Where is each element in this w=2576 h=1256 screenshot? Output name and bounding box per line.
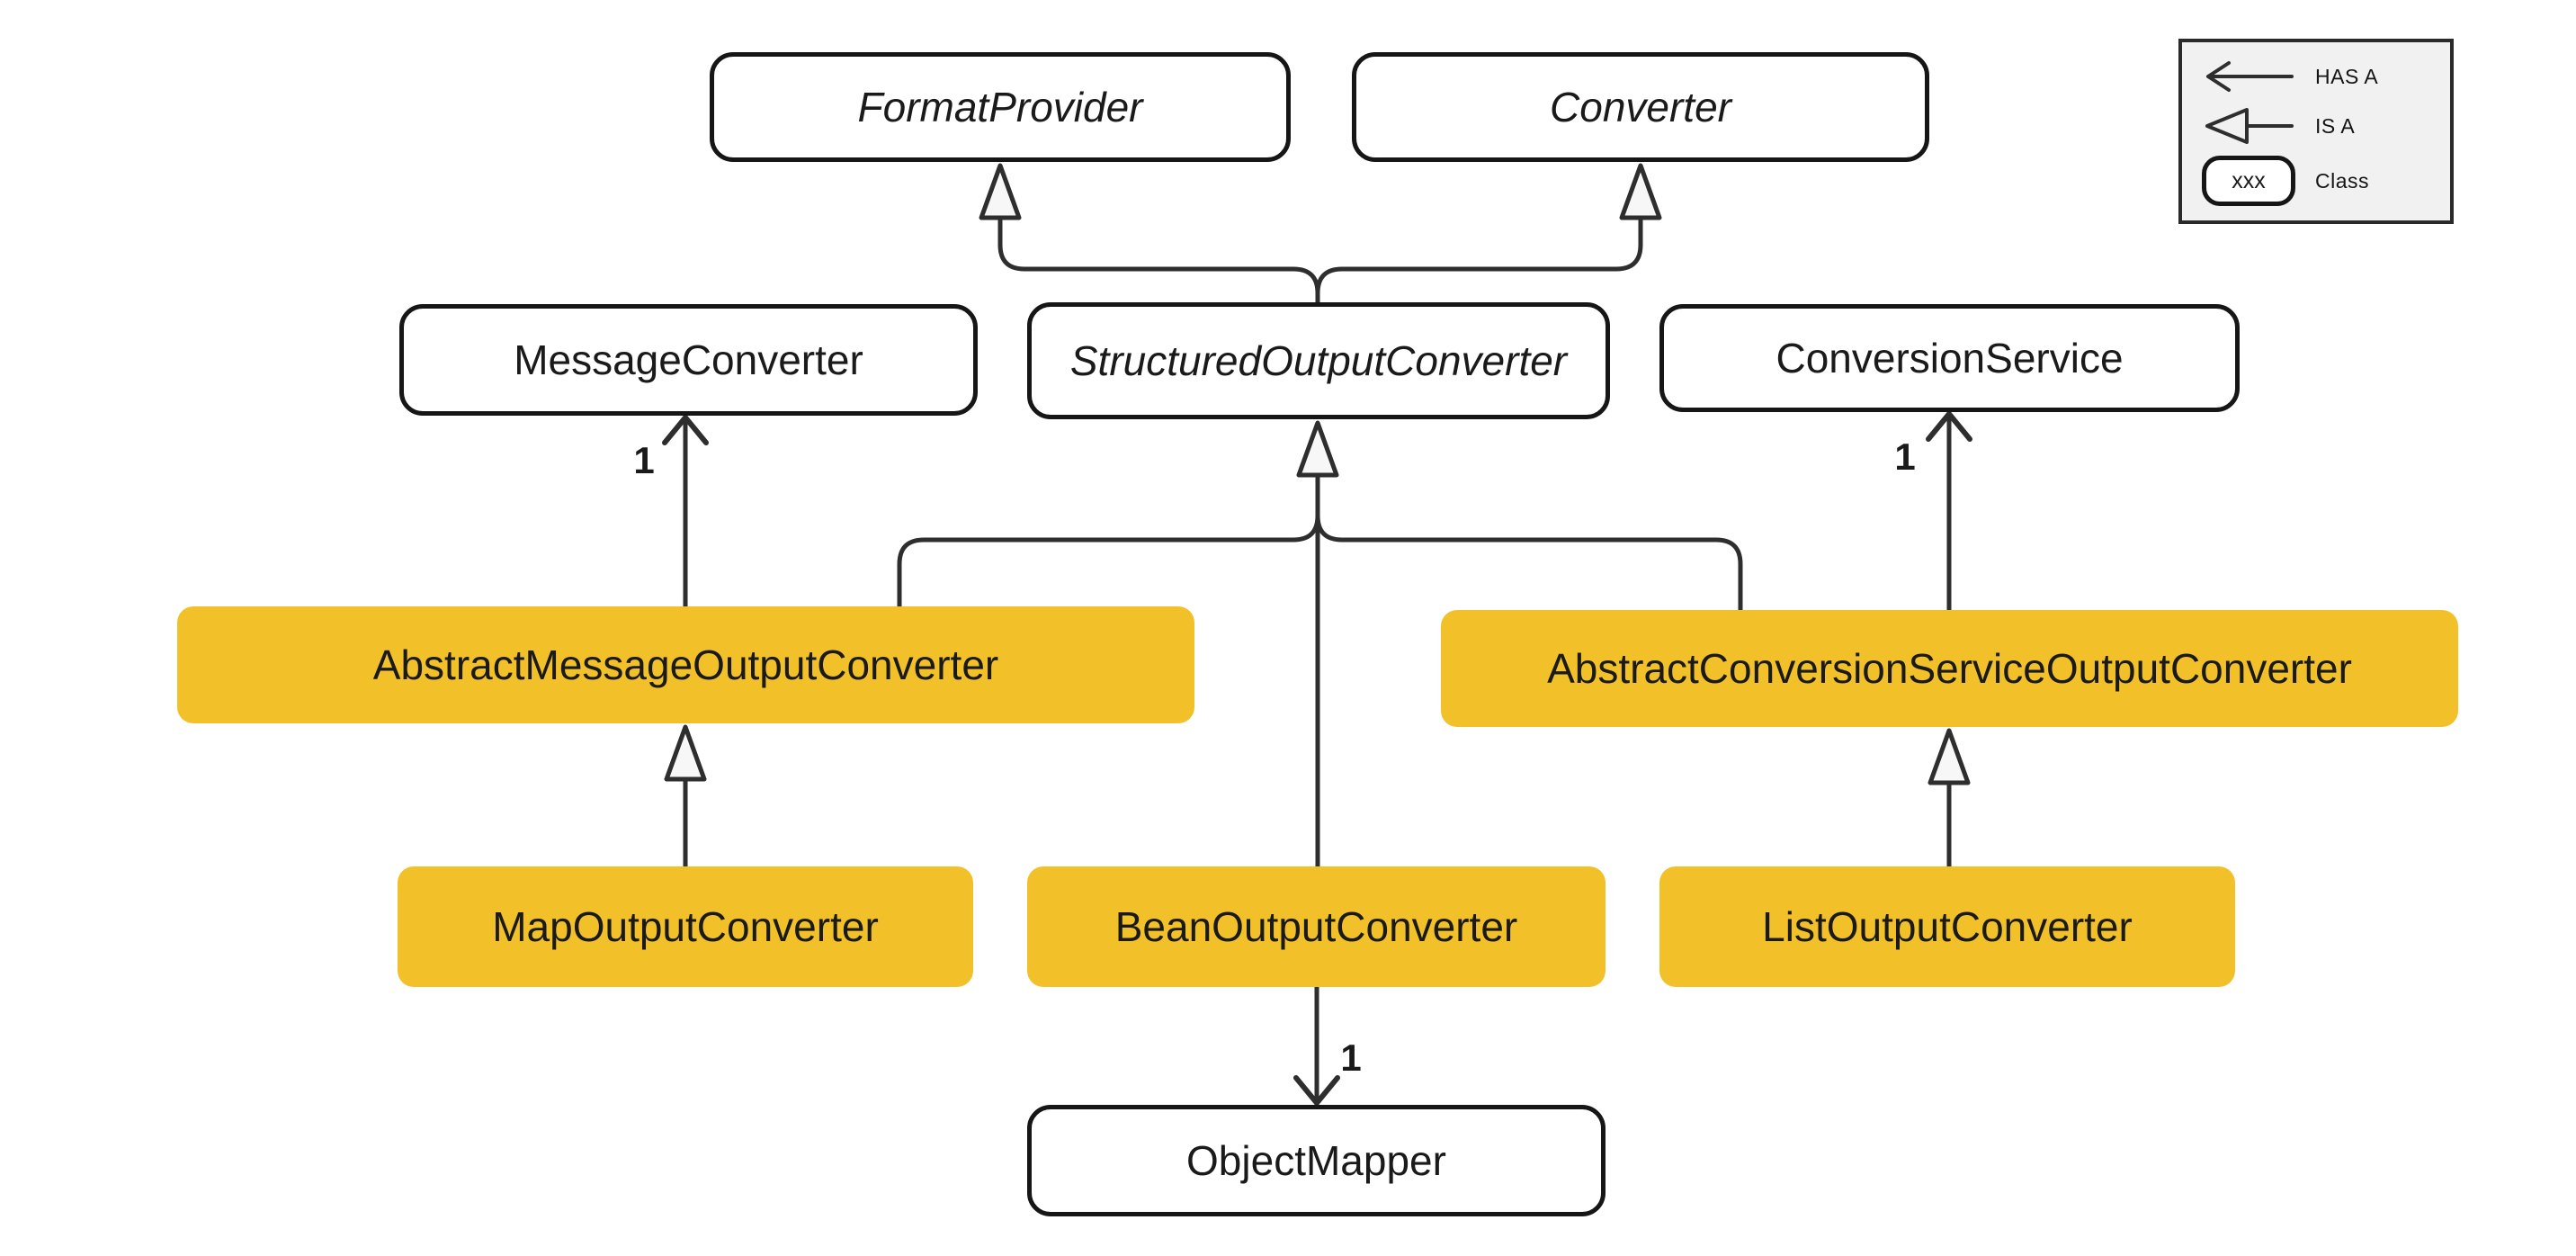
edge-hasa-abstractconversion-to-conversionservice (1926, 411, 1972, 610)
node-abstractconversionserviceoutputconverter-label: AbstractConversionServiceOutputConverter (1547, 645, 2352, 692)
legend: HAS A IS A xxx Class (2178, 39, 2454, 224)
node-abstractmessageoutputconverter-label: AbstractMessageOutputConverter (372, 641, 999, 688)
node-converter: Converter (1352, 52, 1929, 162)
legend-class-sample-text: xxx (2232, 167, 2266, 193)
edge-isa-list-to-abstractconversion (1928, 728, 1971, 866)
multiplicity-messageconverter: 1 (633, 439, 655, 481)
node-listoutputconverter-label: ListOutputConverter (1762, 903, 2133, 950)
edge-isa-children-to-structuredoutputconverter (897, 420, 1743, 866)
edge-hasa-bean-to-objectmapper (1293, 987, 1340, 1106)
node-messageconverter: MessageConverter (399, 304, 978, 416)
node-objectmapper-label: ObjectMapper (1186, 1137, 1446, 1184)
has-a-arrowhead-icon (662, 415, 709, 445)
is-a-arrowhead-icon (1928, 728, 1971, 785)
is-a-arrowhead-icon (664, 724, 707, 782)
legend-class-label: Class (2315, 168, 2370, 193)
is-a-arrow-icon (2202, 106, 2295, 146)
node-structuredoutputconverter: StructuredOutputConverter (1027, 302, 1610, 419)
legend-row-class: xxx Class (2202, 156, 2430, 206)
legend-row-has-a: HAS A (2202, 57, 2430, 96)
node-abstractmessageoutputconverter: AbstractMessageOutputConverter (177, 606, 1194, 723)
edge-isa-structured-to-formatprovider-and-converter (979, 163, 1662, 302)
is-a-arrowhead-icon (979, 163, 1022, 220)
node-mapoutputconverter-label: MapOutputConverter (492, 903, 879, 950)
legend-row-is-a: IS A (2202, 106, 2430, 146)
node-formatprovider: FormatProvider (710, 52, 1291, 162)
has-a-arrowhead-icon (1926, 411, 1972, 442)
node-formatprovider-label: FormatProvider (857, 84, 1143, 130)
edge-isa-map-to-abstractmessage (664, 724, 707, 866)
node-messageconverter-label: MessageConverter (514, 336, 863, 383)
node-beanoutputconverter-label: BeanOutputConverter (1114, 903, 1518, 950)
node-mapoutputconverter: MapOutputConverter (398, 866, 973, 987)
edge-hasa-abstractmessage-to-messageconverter (662, 415, 709, 606)
legend-has-a-label: HAS A (2315, 64, 2379, 88)
is-a-arrowhead-icon (1296, 420, 1339, 478)
has-a-arrow-icon (2202, 57, 2295, 96)
class-sample-box: xxx (2202, 156, 2295, 206)
multiplicity-objectmapper: 1 (1340, 1036, 1362, 1079)
legend-is-a-label: IS A (2315, 113, 2356, 138)
node-conversionservice: ConversionService (1659, 304, 2240, 412)
has-a-arrowhead-icon (1293, 1075, 1340, 1106)
node-beanoutputconverter: BeanOutputConverter (1027, 866, 1606, 987)
node-objectmapper: ObjectMapper (1027, 1105, 1606, 1216)
is-a-arrowhead-icon (1619, 163, 1662, 220)
node-structuredoutputconverter-label: StructuredOutputConverter (1069, 337, 1568, 384)
node-listoutputconverter: ListOutputConverter (1659, 866, 2235, 987)
node-converter-label: Converter (1550, 84, 1731, 130)
node-abstractconversionserviceoutputconverter: AbstractConversionServiceOutputConverter (1441, 610, 2458, 727)
multiplicity-conversionservice: 1 (1894, 435, 1916, 478)
node-conversionservice-label: ConversionService (1775, 335, 2124, 381)
